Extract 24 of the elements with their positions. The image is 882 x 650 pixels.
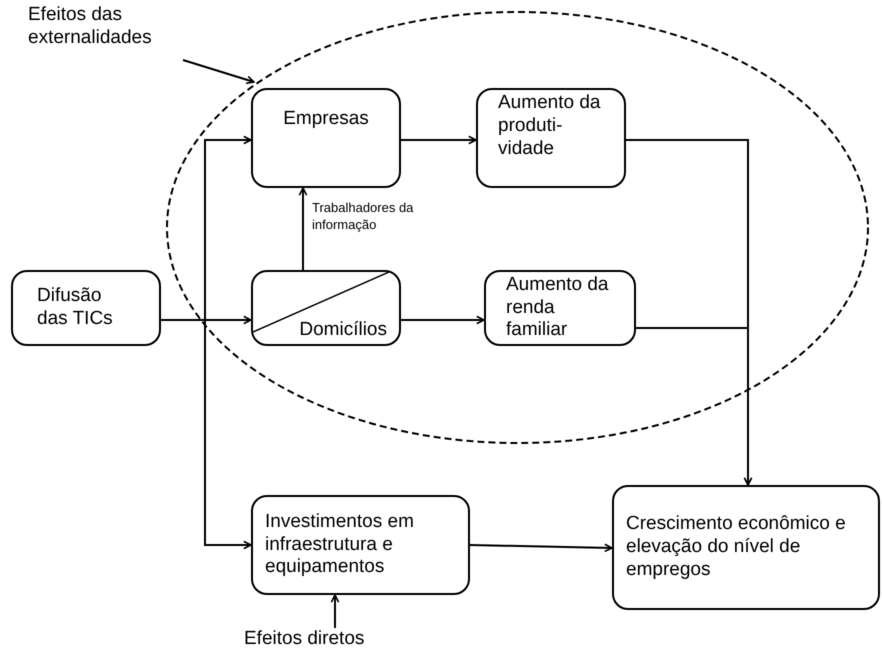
- process-box: [484, 270, 636, 346]
- arrow: [330, 594, 340, 628]
- node-label: Efeitos das externalidades: [28, 4, 152, 48]
- node-label: Aumento da produti- vidade: [498, 92, 602, 160]
- node-label: Difusão das TICs: [37, 285, 114, 331]
- dashed-ellipse: [165, 10, 870, 445]
- node-label: Crescimento econômico e elevação do nível de empregos: [626, 513, 847, 582]
- node-label: Empresas: [283, 108, 369, 131]
- node-label: Domicílios: [299, 319, 387, 342]
- process-box: [11, 270, 161, 346]
- arrow: [401, 316, 485, 324]
- arrow: [470, 543, 613, 552]
- process-box: [251, 495, 470, 595]
- node-label: Efeitos diretos: [244, 628, 364, 649]
- node-label: Investimentos em infraestrutura e equipamentos: [265, 510, 415, 580]
- arrow: [636, 327, 752, 486]
- process-box: [476, 88, 626, 188]
- node-label: Aumento da renda familiar: [506, 274, 610, 342]
- process-box: [251, 270, 401, 346]
- leader-arrow: [182, 59, 255, 84]
- arrow: [401, 136, 477, 144]
- process-box: [251, 88, 401, 188]
- process-box: [612, 485, 880, 610]
- arrow: [298, 187, 308, 270]
